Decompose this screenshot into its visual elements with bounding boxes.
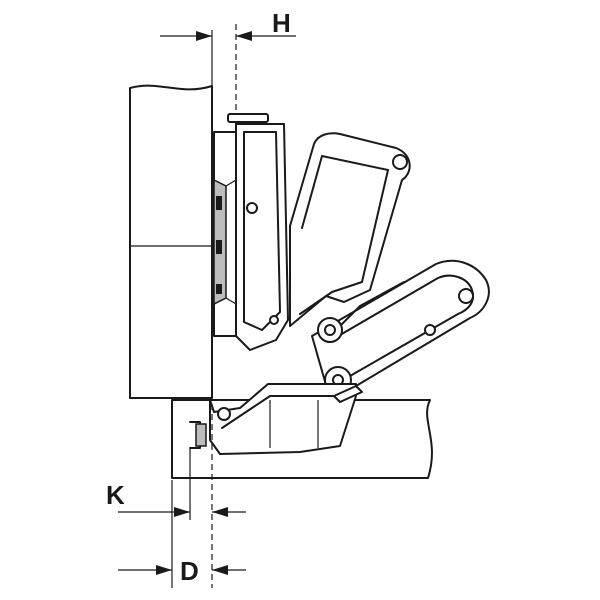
arm-pivot bbox=[269, 315, 279, 325]
label-k: K bbox=[106, 480, 125, 510]
upper-pivot bbox=[392, 154, 408, 170]
lower-pivot bbox=[458, 288, 474, 304]
cabinet-side-panel bbox=[129, 84, 240, 399]
cup-screw bbox=[217, 407, 231, 421]
dimension-d: D bbox=[118, 480, 246, 588]
label-d: D bbox=[180, 556, 199, 586]
lower-screw-hole bbox=[424, 324, 436, 336]
arm-screw-hole bbox=[246, 202, 258, 214]
mounting-plate bbox=[213, 131, 237, 337]
hinge-arm bbox=[235, 123, 289, 351]
upper-link-lever bbox=[289, 132, 411, 327]
hinge-cup bbox=[189, 383, 363, 455]
dimension-k: K bbox=[106, 404, 246, 588]
label-h: H bbox=[272, 8, 291, 38]
dimension-h: H bbox=[160, 8, 296, 112]
lower-link-arm bbox=[311, 259, 490, 393]
